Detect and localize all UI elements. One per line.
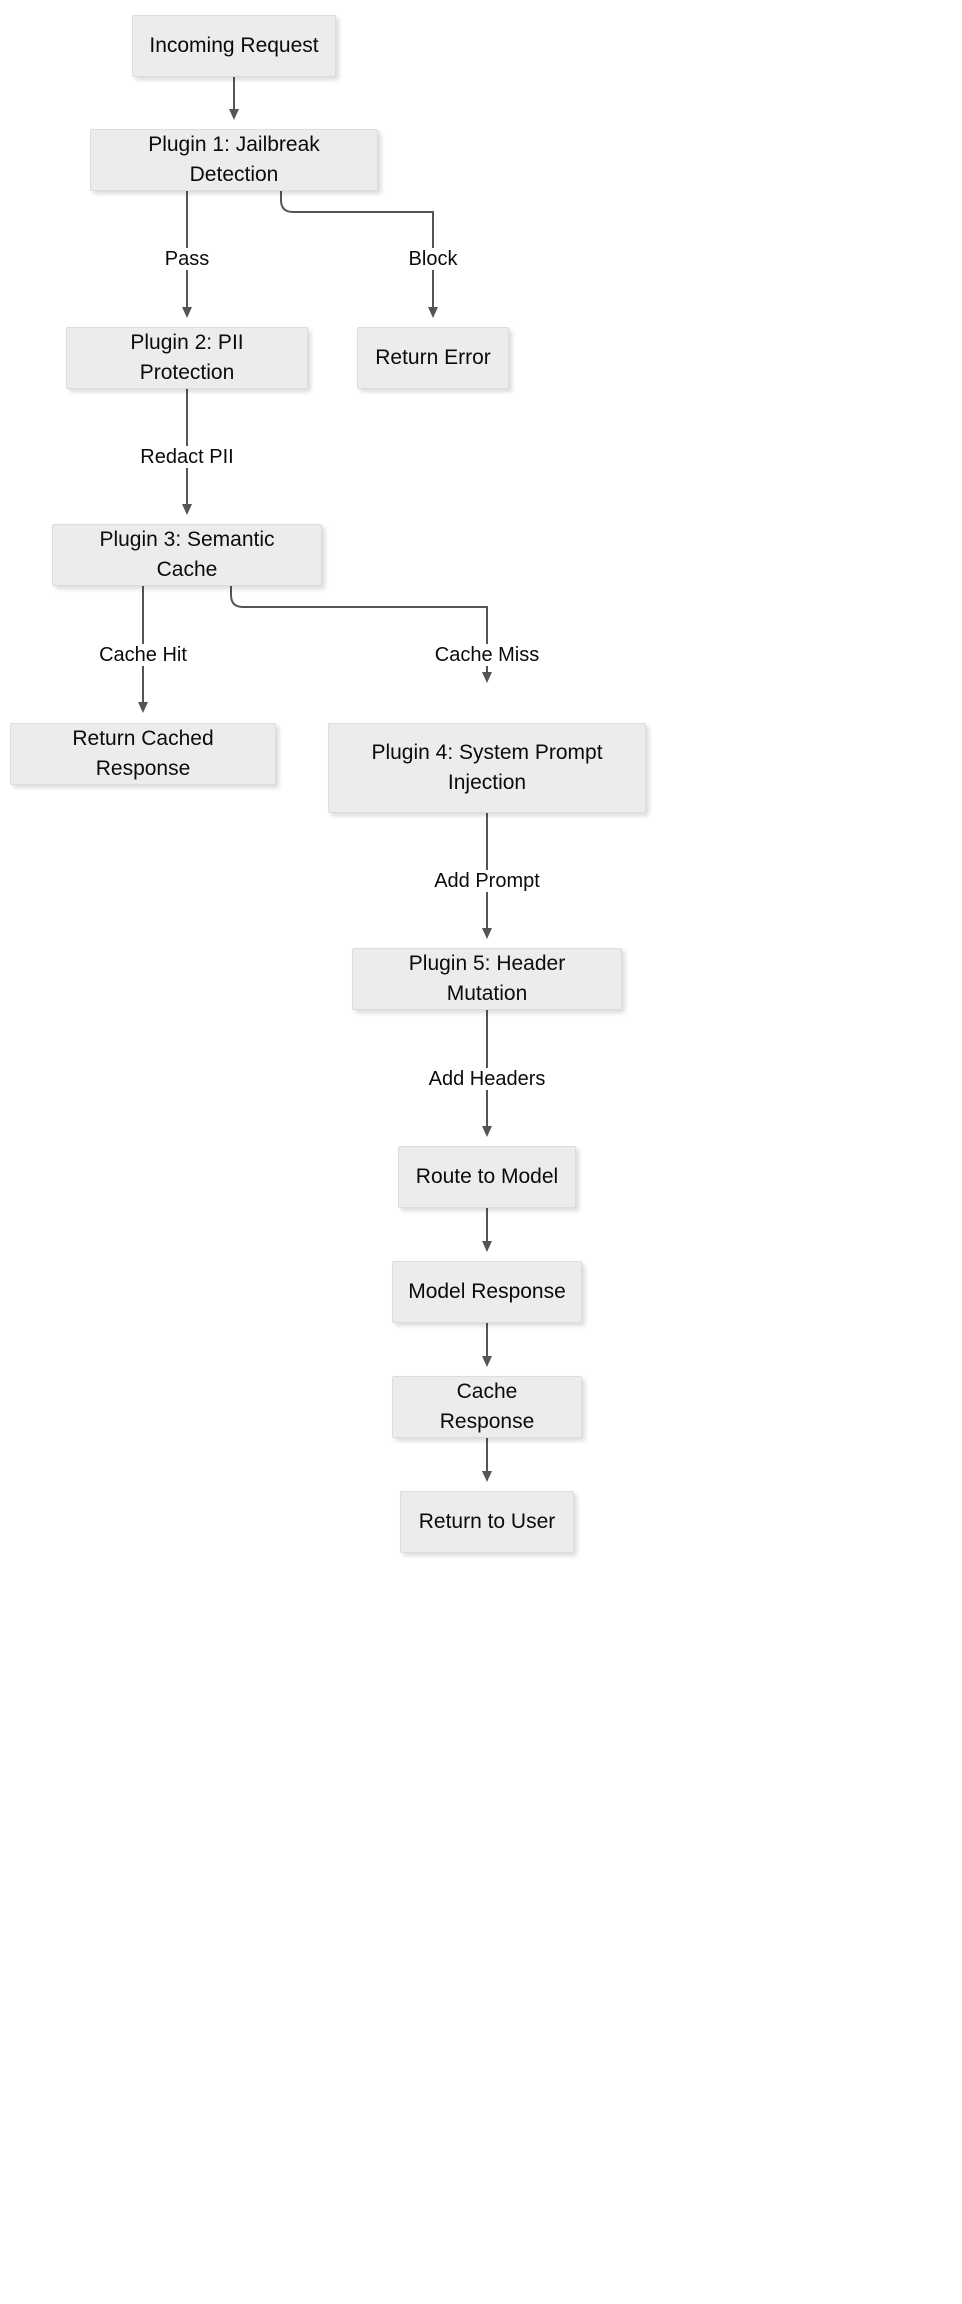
- edge-label-text: Block: [408, 248, 458, 270]
- edge-label-pass: Pass: [160, 248, 214, 270]
- edge-label-cache-hit: Cache Hit: [95, 644, 191, 666]
- node-route-to-model[interactable]: Route to Model: [398, 1146, 576, 1208]
- node-plugin5-header-mutation[interactable]: Plugin 5: Header Mutation: [352, 948, 622, 1010]
- node-cache-response[interactable]: Cache Response: [392, 1376, 582, 1438]
- edge-label-text: Cache Miss: [434, 644, 540, 666]
- node-label: Incoming Request: [149, 34, 319, 57]
- node-plugin1-jailbreak-detection[interactable]: Plugin 1: Jailbreak Detection: [90, 129, 378, 191]
- node-incoming-request[interactable]: Incoming Request: [132, 15, 336, 77]
- edge-label-block: Block: [404, 248, 462, 270]
- edge-label-text: Cache Hit: [99, 644, 187, 666]
- edge-label-add-headers: Add Headers: [424, 1068, 550, 1090]
- node-label: Plugin 4: System Prompt Injection: [371, 741, 603, 794]
- node-plugin4-system-prompt-injection[interactable]: Plugin 4: System Prompt Injection: [328, 723, 646, 813]
- edge-label-add-prompt: Add Prompt: [430, 870, 544, 892]
- node-label: Plugin 5: Header Mutation: [408, 952, 566, 1005]
- node-label: Plugin 1: Jailbreak Detection: [148, 133, 320, 186]
- node-label: Route to Model: [415, 1165, 559, 1188]
- node-label: Plugin 3: Semantic Cache: [99, 528, 275, 581]
- node-label: Return Cached Response: [72, 727, 214, 780]
- edge-label-cache-miss: Cache Miss: [430, 644, 544, 666]
- node-label: Model Response: [408, 1280, 566, 1303]
- node-model-response[interactable]: Model Response: [392, 1261, 582, 1323]
- node-label: Plugin 2: PII Protection: [130, 331, 244, 384]
- node-return-cached-response[interactable]: Return Cached Response: [10, 723, 276, 785]
- edge-label-text: Add Prompt: [434, 870, 540, 892]
- edge-label-text: Redact PII: [140, 446, 234, 468]
- node-plugin3-semantic-cache[interactable]: Plugin 3: Semantic Cache: [52, 524, 322, 586]
- node-label: Cache Response: [439, 1380, 535, 1433]
- edge-label-redact-pii: Redact PII: [136, 446, 238, 468]
- edge-plugin3-to-plugin4: [230, 586, 492, 683]
- edge-label-text: Add Headers: [428, 1068, 546, 1090]
- node-return-error[interactable]: Return Error: [357, 327, 509, 389]
- edge-label-text: Pass: [164, 248, 210, 270]
- node-plugin2-pii-protection[interactable]: Plugin 2: PII Protection: [66, 327, 308, 389]
- node-return-to-user[interactable]: Return to User: [400, 1491, 574, 1553]
- node-label: Return to User: [418, 1510, 556, 1533]
- node-label: Return Error: [375, 346, 491, 369]
